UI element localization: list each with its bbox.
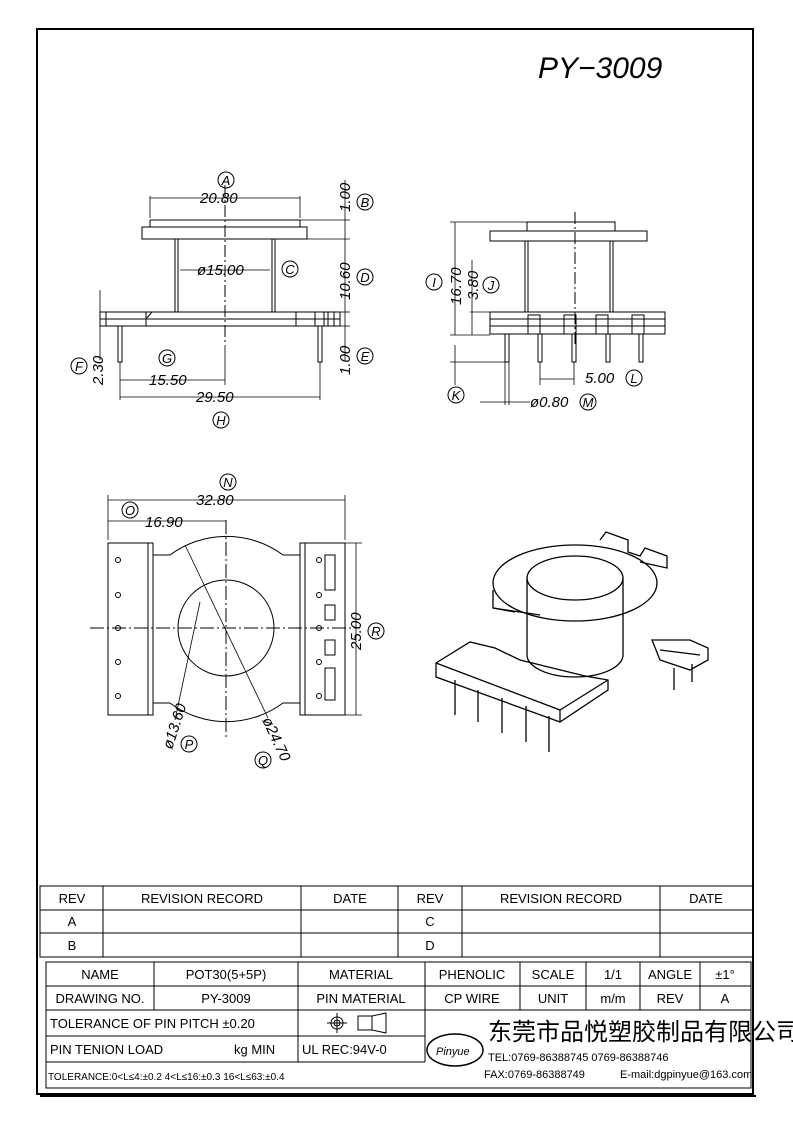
side-view xyxy=(450,212,666,405)
dim-A-value: 20.80 xyxy=(199,190,238,207)
balloon-Q: Q xyxy=(258,753,268,768)
balloon-M: M xyxy=(583,395,594,410)
rev-header-right: REV xyxy=(417,891,444,906)
balloon-K: K xyxy=(452,388,462,403)
front-view-balloons xyxy=(70,171,374,429)
dim-O-value: 16.90 xyxy=(145,514,183,531)
dim-M-value: ø0.80 xyxy=(530,394,569,411)
drawing-no-label: DRAWING NO. xyxy=(55,991,144,1006)
revision-record-header-left: REVISION RECORD xyxy=(141,891,263,906)
rev-label: REV xyxy=(657,991,684,1006)
sheet-border xyxy=(36,28,754,1095)
balloon-B: B xyxy=(361,195,370,210)
balloon-P: P xyxy=(185,737,194,752)
balloon-A: A xyxy=(221,173,231,188)
material-value: PHENOLIC xyxy=(439,967,505,982)
title-block xyxy=(45,961,752,1089)
scale-value: 1/1 xyxy=(604,967,622,982)
name-value: POT30(5+5P) xyxy=(186,967,267,982)
balloon-L: L xyxy=(630,371,637,386)
name-label: NAME xyxy=(81,967,119,982)
rev-row-a: A xyxy=(68,914,77,929)
rev-value: A xyxy=(721,991,730,1006)
pin-material-value: CP WIRE xyxy=(444,991,500,1006)
pin-tension-unit: kg MIN xyxy=(234,1042,275,1057)
rev-row-c: C xyxy=(425,914,434,929)
ul-rec: UL REC:94V-0 xyxy=(302,1042,387,1057)
unit-label: UNIT xyxy=(538,991,568,1006)
pin-pitch-tolerance: TOLERANCE OF PIN PITCH ±0.20 xyxy=(50,1016,255,1031)
angle-value: ±1° xyxy=(715,967,735,982)
logo-text: Pinyue xyxy=(436,1046,470,1058)
isometric-view xyxy=(435,531,709,752)
balloon-O: O xyxy=(125,503,135,518)
date-header-right: DATE xyxy=(689,891,723,906)
pin-tension-label: PIN TENION LOAD xyxy=(50,1042,163,1057)
rev-row-b: B xyxy=(68,938,77,953)
unit-value: m/m xyxy=(600,991,625,1006)
dim-H-value: 29.50 xyxy=(195,389,234,406)
dim-G-value: 15.50 xyxy=(149,372,187,389)
balloon-R: R xyxy=(371,624,380,639)
top-view xyxy=(90,495,362,740)
revision-table xyxy=(39,885,754,958)
revision-record-header-right: REVISION RECORD xyxy=(500,891,622,906)
dim-I-value: 16.70 xyxy=(448,267,465,305)
balloon-H: H xyxy=(216,413,226,428)
balloon-N: N xyxy=(223,475,233,490)
balloon-G: G xyxy=(162,351,172,366)
part-number-title: PY−3009 xyxy=(538,52,663,85)
dim-F-value: 2.30 xyxy=(90,355,107,386)
balloon-I: I xyxy=(432,275,436,290)
tolerance-line: TOLERANCE:0<L≤4:±0.2 4<L≤16:±0.3 16<L≤63… xyxy=(48,1072,285,1083)
dim-J-value: 3.80 xyxy=(465,270,482,300)
dim-C-value: ø15.00 xyxy=(197,262,244,279)
rev-header-left: REV xyxy=(59,891,86,906)
balloon-D: D xyxy=(360,270,369,285)
scale-label: SCALE xyxy=(532,967,575,982)
company-name: 东莞市品悦塑胶制品有限公司 xyxy=(488,1019,793,1046)
company-logo: Pinyue xyxy=(426,1033,484,1067)
drawing-no-value: PY-3009 xyxy=(201,991,250,1006)
balloon-F: F xyxy=(75,359,84,374)
dim-D-value: 10.60 xyxy=(337,262,354,300)
front-view xyxy=(99,180,350,400)
material-label: MATERIAL xyxy=(329,967,393,982)
company-tel: TEL:0769-86388745 0769-86388746 xyxy=(488,1052,668,1064)
rev-row-d: D xyxy=(425,938,434,953)
dim-E-value: 1.00 xyxy=(337,345,354,375)
dim-N-value: 32.80 xyxy=(196,492,234,509)
balloon-C: C xyxy=(285,262,295,277)
dim-B-value: 1.00 xyxy=(337,182,354,212)
dim-R-value: 25.00 xyxy=(348,612,365,651)
company-fax: FAX:0769-86388749 xyxy=(484,1069,585,1081)
date-header-left: DATE xyxy=(333,891,367,906)
company-email: E-mail:dgpinyue@163.com xyxy=(620,1069,752,1081)
pin-material-label: PIN MATERIAL xyxy=(316,991,405,1006)
angle-label: ANGLE xyxy=(648,967,692,982)
balloon-E: E xyxy=(361,349,370,364)
front-view-labels: 20.80 ø15.00 15.50 29.50 1.00 10.60 1.00… xyxy=(90,182,354,406)
balloon-J: J xyxy=(487,278,495,293)
dim-L-value: 5.00 xyxy=(585,370,615,387)
